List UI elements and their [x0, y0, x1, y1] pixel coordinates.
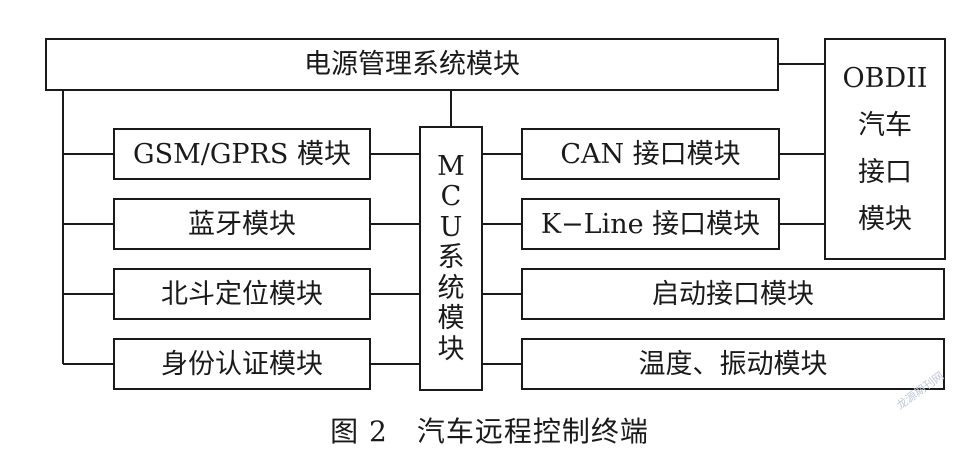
mcu-label-glyph: C — [440, 181, 462, 213]
kline-interface-module: K−Line 接口模块 — [521, 198, 780, 250]
start-interface-label: 启动接口模块 — [652, 278, 814, 310]
mcu-label-glyph: U — [439, 211, 463, 243]
temperature-vibration-label: 温度、振动模块 — [638, 348, 828, 380]
obdii-label-line: 模块 — [858, 204, 912, 235]
identity-authentication-label: 身份认证模块 — [161, 348, 323, 380]
power-management-label: 电源管理系统模块 — [304, 49, 520, 80]
mcu-label-glyph: 统 — [437, 272, 465, 304]
mcu-label-glyph: M — [437, 150, 465, 182]
can-interface-module: CAN 接口模块 — [521, 128, 780, 180]
power-management-module: 电源管理系统模块 — [45, 38, 779, 91]
obdii-label-line: OBDII — [842, 63, 928, 94]
figure-caption: 图 2 汽车远程控制终端 — [330, 415, 649, 448]
obdii-label: OBDII 汽车接口模块 — [843, 55, 928, 243]
mcu-label-glyph: 块 — [437, 333, 465, 365]
obdii-label-line: 汽车 — [858, 110, 912, 141]
can-interface-label: CAN 接口模块 — [560, 138, 741, 170]
temperature-vibration-module: 温度、振动模块 — [521, 338, 945, 390]
bluetooth-label: 蓝牙模块 — [188, 208, 296, 240]
identity-authentication-module: 身份认证模块 — [113, 338, 371, 390]
gsm-gprs-label: GSM/GPRS 模块 — [133, 138, 351, 170]
start-interface-module: 启动接口模块 — [521, 268, 945, 320]
mcu-label-glyph: 系 — [437, 242, 465, 274]
bluetooth-module: 蓝牙模块 — [113, 198, 371, 250]
beidou-positioning-module: 北斗定位模块 — [113, 268, 371, 320]
obdii-label-line: 接口 — [858, 157, 912, 188]
beidou-positioning-label: 北斗定位模块 — [161, 278, 323, 310]
gsm-gprs-module: GSM/GPRS 模块 — [113, 128, 371, 180]
mcu-label-glyph: 模 — [437, 303, 465, 335]
kline-interface-label: K−Line 接口模块 — [540, 208, 761, 240]
obdii-vehicle-interface-module: OBDII 汽车接口模块 — [824, 38, 946, 260]
